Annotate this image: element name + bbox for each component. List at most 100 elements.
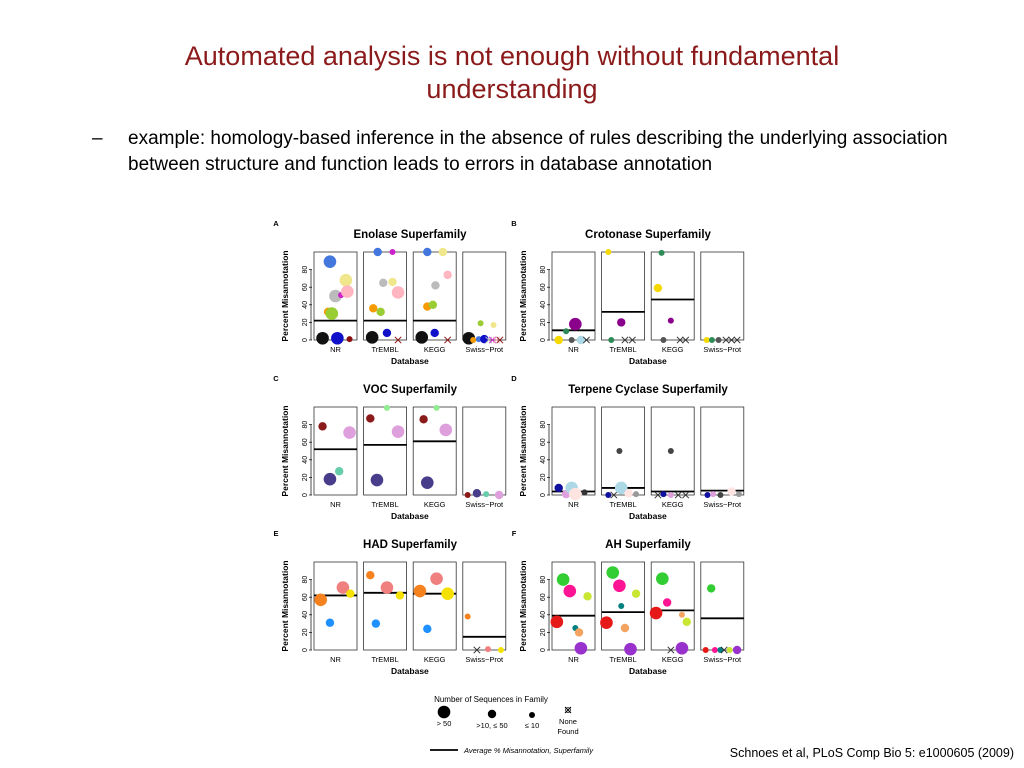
data-point: [346, 336, 353, 343]
none-found-marker: [582, 336, 591, 344]
data-point: [702, 647, 709, 653]
data-point: [443, 270, 452, 280]
y-tick-label: 20: [302, 473, 309, 481]
bullet-dash: –: [92, 128, 103, 149]
category-box: [700, 251, 745, 341]
none-found-marker: [444, 336, 452, 344]
x-tick-label: NR: [568, 500, 579, 509]
data-point: [430, 572, 443, 586]
data-point: [675, 641, 689, 655]
data-point: [341, 285, 354, 298]
panel-letter: B: [511, 219, 517, 228]
category-box: [462, 251, 507, 341]
y-tick-label: 80: [540, 266, 547, 274]
legend-none-found-ring: [565, 707, 571, 713]
y-axis-label: Percent Misannotation: [518, 405, 528, 496]
data-point: [339, 273, 353, 287]
data-point: [554, 483, 563, 493]
y-tick-label: 0: [302, 338, 309, 342]
x-axis-label: Database: [391, 356, 429, 366]
data-point: [325, 618, 335, 627]
data-point: [550, 615, 564, 629]
data-point: [366, 414, 375, 423]
panel-letter: D: [511, 374, 517, 383]
data-point: [608, 337, 615, 343]
data-point: [380, 581, 394, 594]
category-box: [601, 406, 645, 496]
panel-title: HAD Superfamily: [363, 539, 458, 551]
data-point: [485, 646, 491, 653]
category-box: [313, 406, 358, 496]
legend-line-label: Average % Misannotation, Superfamily: [463, 746, 594, 755]
data-point: [682, 617, 691, 627]
data-point: [574, 641, 588, 655]
data-point: [678, 611, 685, 618]
data-point: [365, 331, 379, 344]
x-tick-label: NR: [568, 655, 579, 664]
data-point: [667, 492, 674, 498]
panel-title: Crotonase Superfamily: [585, 229, 711, 241]
data-point: [667, 317, 674, 324]
none-found-marker: [682, 336, 690, 344]
y-tick-label: 0: [302, 648, 309, 652]
x-tick-label: TrEMBL: [609, 500, 636, 509]
legend-label: >10, ≤ 50: [476, 721, 507, 730]
data-point: [323, 255, 337, 268]
data-point: [617, 318, 626, 327]
none-found-marker: [667, 646, 675, 654]
data-point: [563, 584, 577, 598]
none-found-marker: [492, 336, 501, 344]
data-point: [323, 472, 337, 486]
x-tick-label: NR: [330, 655, 341, 664]
data-point: [563, 328, 570, 335]
y-axis-label: Percent Misannotation: [518, 560, 528, 651]
none-found-marker: [654, 491, 662, 499]
y-tick-label: 0: [540, 493, 547, 497]
x-tick-label: KEGG: [662, 500, 684, 509]
data-point: [600, 616, 613, 630]
data-point: [329, 289, 342, 303]
figure-legend: Number of Sequences in Family> 50>10, ≤ …: [430, 695, 594, 755]
data-point: [395, 591, 405, 600]
data-point: [382, 328, 392, 338]
y-axis-label: Percent Misannotation: [280, 405, 290, 496]
x-tick-label: TrEMBL: [371, 345, 398, 354]
data-point: [711, 647, 718, 653]
panel-letter: E: [273, 529, 278, 538]
data-point: [653, 283, 663, 293]
data-point: [726, 647, 733, 653]
data-point: [735, 491, 742, 498]
none-found-marker: [610, 491, 618, 499]
category-box: [363, 251, 407, 341]
category-box: [700, 561, 745, 651]
data-point: [431, 281, 440, 290]
y-tick-label: 80: [540, 421, 547, 429]
data-point: [614, 481, 628, 495]
y-tick-label: 0: [540, 648, 547, 652]
legend-label: > 50: [437, 719, 452, 728]
data-point: [438, 247, 448, 257]
x-tick-label: Swiss−Prot: [465, 655, 504, 664]
y-tick-label: 80: [302, 421, 309, 429]
slide-title-line-2: understanding: [426, 74, 598, 104]
data-point: [618, 603, 625, 609]
y-tick-label: 40: [540, 301, 547, 309]
none-found-marker: [674, 491, 682, 499]
y-tick-label: 60: [540, 283, 547, 291]
data-point: [331, 331, 344, 345]
x-tick-label: NR: [330, 345, 341, 354]
x-axis-label: Database: [391, 666, 429, 676]
data-point: [704, 492, 711, 498]
data-point: [620, 623, 630, 633]
x-axis-label: Database: [391, 511, 429, 521]
y-tick-label: 80: [302, 576, 309, 584]
data-point: [605, 249, 612, 255]
x-tick-label: NR: [330, 500, 341, 509]
data-point: [318, 422, 327, 431]
category-box: [650, 251, 695, 341]
data-point: [470, 337, 477, 343]
